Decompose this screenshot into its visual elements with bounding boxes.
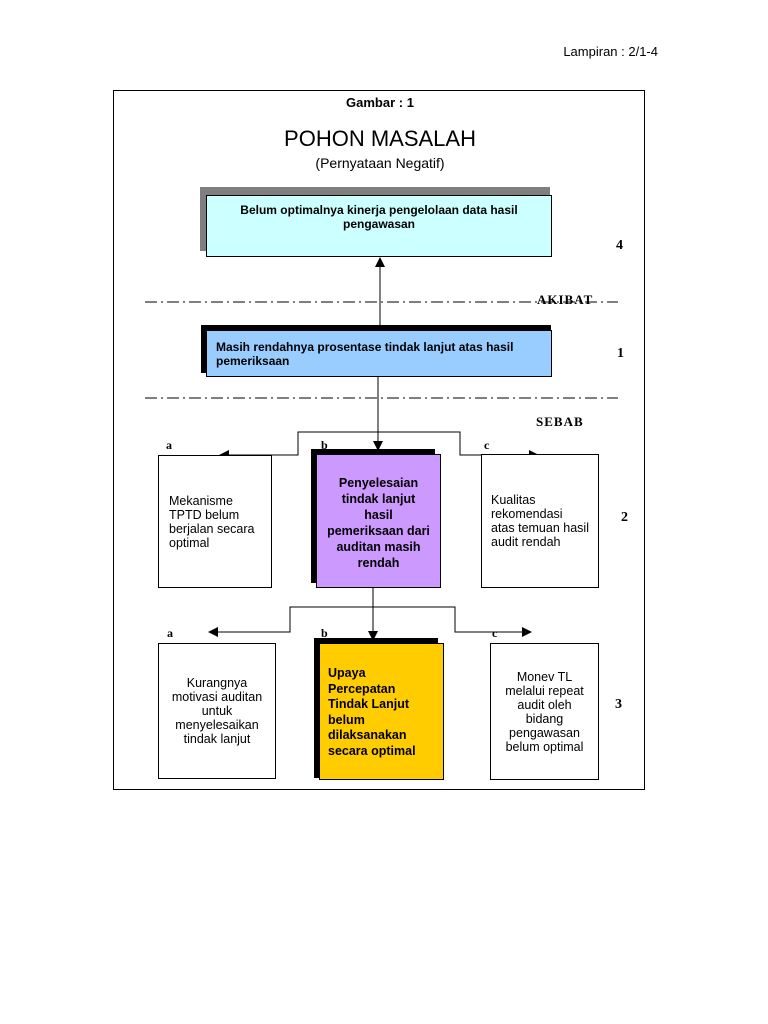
row2-cause-b-text: Penyelesaian tindak lanjut hasil pemerik… (327, 476, 430, 570)
figure-title: POHON MASALAH (284, 126, 476, 151)
core-level-number: 1 (617, 346, 624, 361)
row3-cause-a-text: Kurangnya motivasi auditan untuk menyele… (171, 676, 263, 746)
row3-cause-b-text: Upaya Percepatan Tindak Lanjut belum dil… (328, 666, 416, 758)
effect-box: Belum optimalnya kinerja pengelolaan dat… (206, 195, 552, 257)
row2-cause-c-text: Kualitas rekomendasi atas temuan hasil a… (491, 493, 589, 549)
row3-letter-a: a (167, 626, 173, 640)
row2-cause-b-box: Penyelesaian tindak lanjut hasil pemerik… (316, 454, 441, 588)
effect-box-text: Belum optimalnya kinerja pengelolaan dat… (240, 203, 518, 231)
row2-cause-a-text: Mekanisme TPTD belum berjalan secara opt… (169, 493, 255, 550)
row3-level-number: 3 (615, 697, 622, 712)
row2-level-number: 2 (621, 510, 628, 525)
row2-letter-a: a (166, 438, 172, 452)
figure-label: Gambar : 1 (346, 95, 414, 110)
row3-cause-c-text: Monev TL melalui repeat audit oleh bidan… (505, 669, 584, 754)
akibat-label: AKIBAT (537, 292, 594, 307)
effect-level-number: 4 (616, 238, 623, 253)
row3-bracket (208, 606, 373, 637)
row3-letter-c: c (492, 626, 498, 640)
sebab-label: SEBAB (536, 414, 584, 429)
figure-subtitle: (Pernyataan Negatif) (315, 155, 445, 171)
lampiran-label: Lampiran : 2/1-4 (563, 44, 658, 59)
row3-cause-a-box: Kurangnya motivasi auditan untuk menyele… (158, 643, 276, 779)
row2-cause-c-box: Kualitas rekomendasi atas temuan hasil a… (481, 454, 599, 588)
row3-cause-b-box: Upaya Percepatan Tindak Lanjut belum dil… (319, 643, 444, 780)
figure-frame (113, 90, 645, 790)
row3-bracket-right (373, 606, 532, 637)
row2-letter-c: c (484, 438, 490, 452)
row3-cause-c-box: Monev TL melalui repeat audit oleh bidan… (490, 643, 599, 780)
row2-letter-b: b (321, 438, 328, 452)
core-problem-box: Masih rendahnya prosentase tindak lanjut… (206, 330, 552, 377)
row2-cause-a-box: Mekanisme TPTD belum berjalan secara opt… (158, 455, 272, 588)
row3-letter-b: b (321, 626, 328, 640)
core-problem-text: Masih rendahnya prosentase tindak lanjut… (216, 339, 514, 368)
